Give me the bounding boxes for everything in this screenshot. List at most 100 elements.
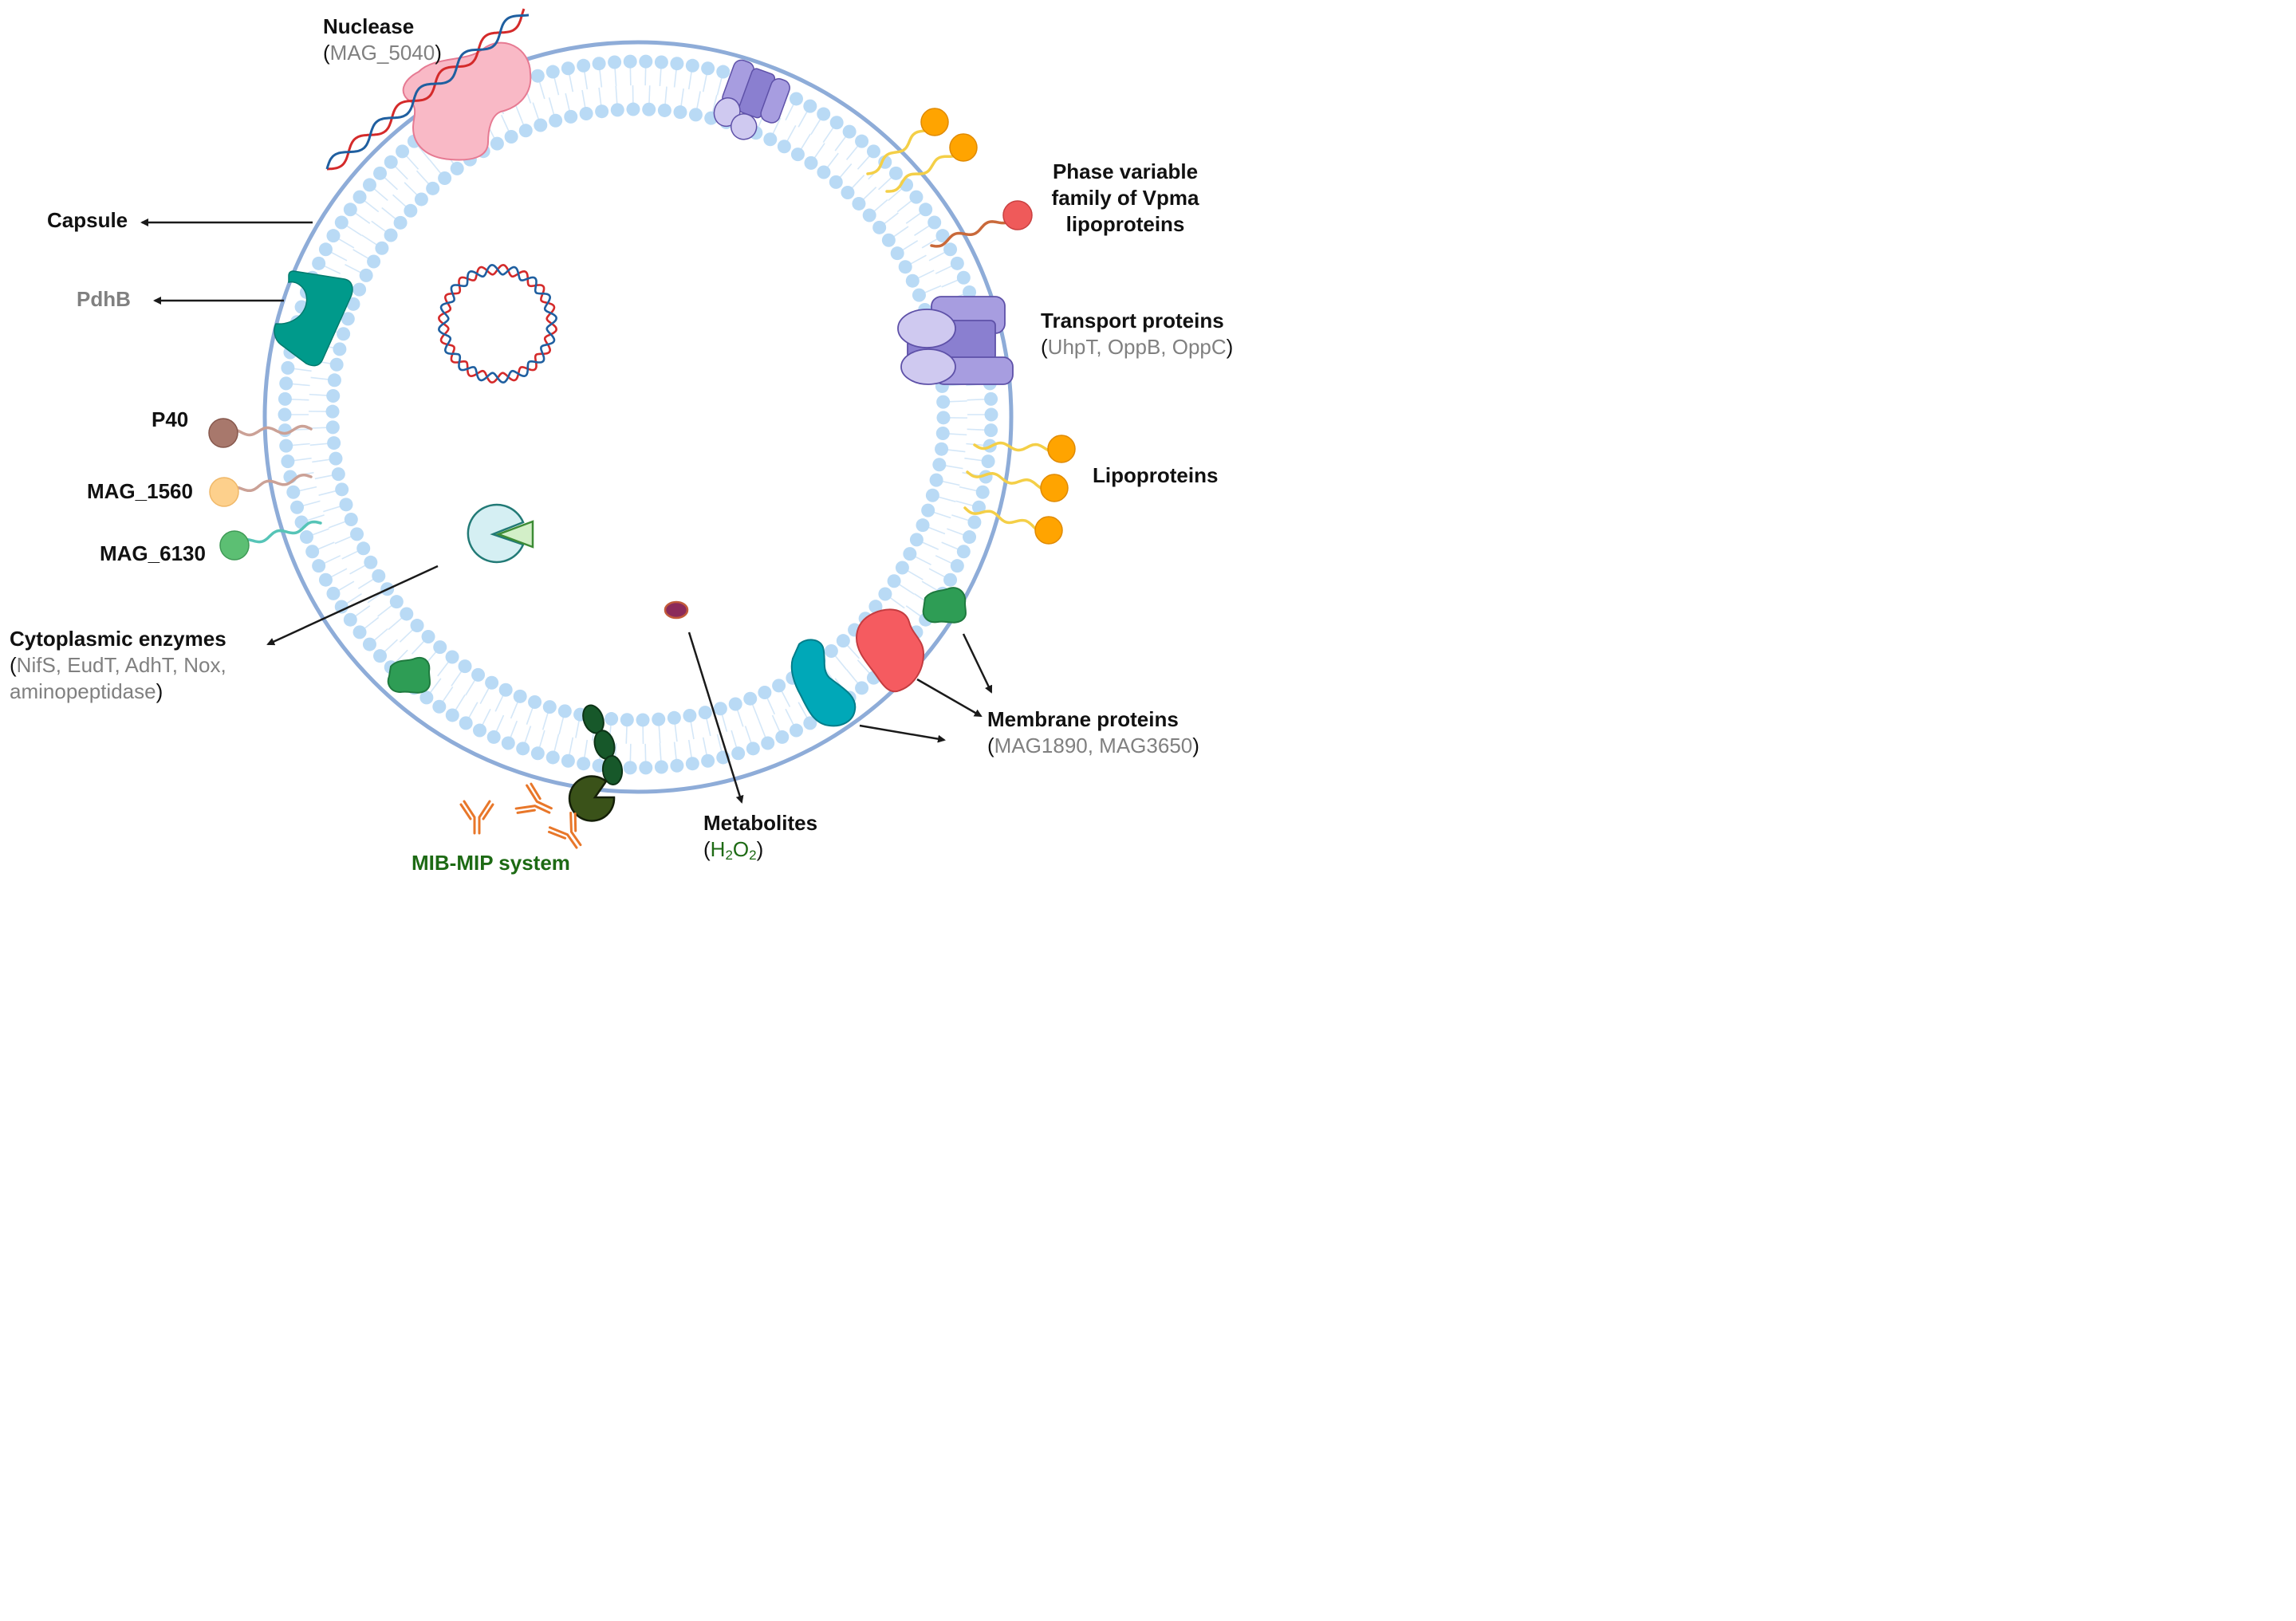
lipid-head — [318, 242, 333, 257]
lipid-head — [279, 439, 293, 453]
antibody-icon — [459, 800, 494, 835]
lipid-head — [278, 391, 292, 406]
lipid-head — [410, 619, 424, 633]
metabolites-label: Metabolites (H2O2) — [703, 810, 817, 868]
transport-title: Transport proteins — [1041, 309, 1224, 332]
lipid-head — [872, 220, 887, 234]
mag1560-label: MAG_1560 — [87, 479, 193, 503]
lipid-head — [367, 254, 381, 269]
lipid-head — [758, 685, 772, 699]
lipid-head — [950, 559, 964, 573]
lipid-head — [432, 699, 447, 714]
lipoprotein-icon — [208, 108, 1076, 561]
leader-arrows — [140, 218, 993, 804]
lipid-head — [281, 360, 295, 375]
paren-open: ( — [10, 653, 17, 677]
lipid-head — [362, 637, 376, 651]
lipid-head — [373, 649, 388, 663]
lipid-head — [404, 203, 418, 218]
lipid-head — [579, 107, 593, 121]
lipid-head — [592, 57, 606, 71]
lipid-head — [329, 451, 343, 466]
antibody-icon — [514, 782, 553, 814]
transport-proteins-label: Transport proteins (UhpT, OppB, OppC) — [1041, 308, 1233, 360]
lipid-head — [912, 288, 926, 302]
lipid-head — [294, 515, 309, 529]
lipid-head — [841, 186, 855, 200]
lipoprotein-tail — [966, 470, 1056, 491]
lipid-head — [761, 736, 775, 750]
lipid-head — [534, 118, 548, 132]
lipid-head — [542, 700, 557, 714]
lipid-head — [842, 124, 857, 139]
lipid-head — [389, 595, 404, 609]
lipid-head — [888, 166, 903, 180]
lipid-head — [817, 165, 831, 179]
lipid-head — [545, 750, 560, 765]
metabolite-icon — [664, 600, 689, 620]
vpma-line-2: family of Vpma — [1051, 186, 1199, 210]
lipid-head — [373, 166, 388, 180]
lipid-head — [790, 148, 805, 162]
lipid-head — [356, 541, 371, 556]
lipid-head — [605, 712, 619, 726]
paren-close: ) — [156, 679, 163, 703]
paren-open: ( — [323, 41, 330, 65]
lipid-head — [421, 629, 435, 643]
lipid-head — [325, 420, 340, 435]
lipid-head — [963, 285, 977, 299]
lipid-head — [639, 761, 653, 775]
mag6130-label: MAG_6130 — [100, 541, 206, 565]
cyto-genes-2: aminopeptidase — [10, 679, 156, 703]
lipid-head — [445, 708, 459, 722]
lipoprotein-head — [208, 418, 238, 448]
paren-close: ) — [1192, 734, 1199, 757]
lipid-head — [984, 407, 998, 422]
antibody-icon — [547, 811, 582, 849]
lipid-head — [312, 559, 326, 573]
lipoprotein-tail — [930, 211, 1018, 248]
lipid-head — [530, 746, 545, 761]
lipid-head — [362, 178, 376, 192]
paren-open: ( — [987, 734, 994, 757]
lipid-head — [623, 761, 637, 775]
nuclease-title: Nuclease — [323, 14, 415, 38]
lipid-head — [971, 500, 986, 514]
mib-mip-label: MIB-MIP system — [412, 851, 570, 875]
lipid-head — [372, 569, 386, 583]
lipid-head — [438, 171, 452, 185]
lipid-head — [975, 485, 990, 499]
lipid-head — [803, 99, 817, 113]
lipid-head — [935, 427, 950, 441]
lipid-head — [935, 442, 949, 456]
lipid-head — [984, 423, 998, 438]
lipid-head — [364, 555, 378, 569]
lipid-head — [898, 260, 912, 274]
lipid-head — [956, 270, 971, 285]
cell-diagram — [140, 8, 1076, 849]
cytoplasmic-enzymes-label: Cytoplasmic enzymes (NifS, EudT, AdhT, N… — [10, 626, 226, 705]
lipid-head — [919, 203, 933, 217]
lipid-head — [936, 395, 951, 409]
lipid-head — [498, 683, 513, 697]
lipoprotein-tail — [885, 145, 965, 193]
lipid-head — [286, 485, 301, 499]
lipid-head — [967, 515, 982, 529]
cyto-title: Cytoplasmic enzymes — [10, 627, 226, 651]
lipid-head — [564, 109, 578, 124]
p40-label: P40 — [152, 407, 189, 431]
lipid-head — [763, 132, 778, 147]
lipid-head — [731, 746, 746, 761]
lipid-head — [701, 753, 715, 768]
lipid-head — [459, 716, 473, 730]
paren-close: ) — [1226, 335, 1234, 359]
lipid-head — [881, 233, 896, 247]
lipid-head — [299, 530, 313, 545]
lipid-head — [329, 357, 344, 372]
lipoprotein-head — [209, 477, 239, 507]
lipid-head — [557, 704, 572, 718]
lipid-head — [636, 713, 650, 727]
lipid-head — [278, 407, 292, 422]
lipoprotein-head — [219, 530, 250, 561]
lipid-head — [326, 388, 341, 403]
